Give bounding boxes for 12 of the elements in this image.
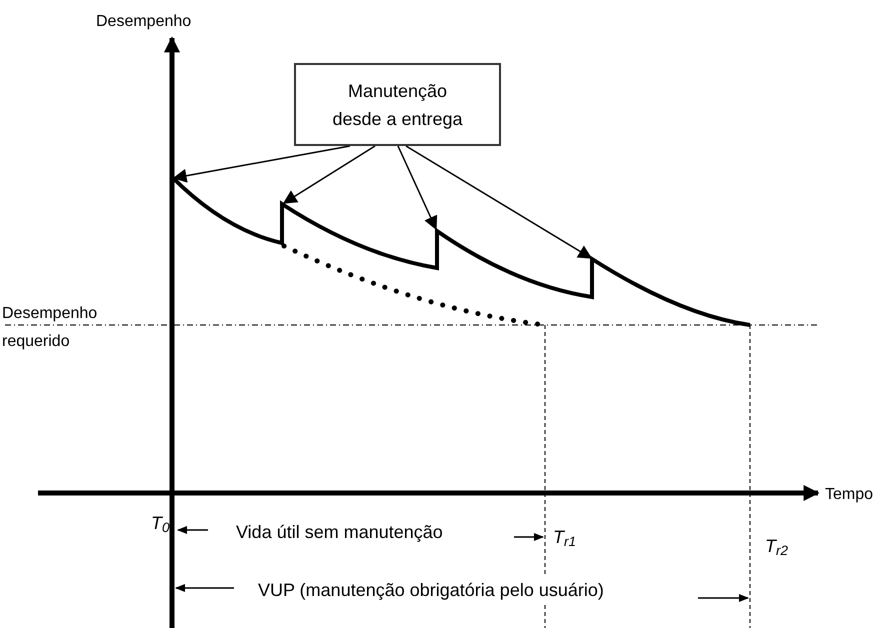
span-label: VUP (manutenção obrigatória pelo usuário) (258, 577, 604, 604)
time-marker: T$_{r1}$ (553, 526, 576, 551)
axis-title: Desempenho (96, 12, 192, 32)
arrow (282, 145, 376, 204)
threshold-label: Desempenho requerido (2, 304, 98, 352)
arrow (397, 146, 438, 230)
time-marker: T$_{0}$ (151, 512, 170, 537)
arrow (406, 145, 592, 259)
time-marker: T$_{r2}$ (765, 535, 788, 560)
arrow (172, 145, 350, 183)
callout-box: Manutenção desde a entrega (294, 63, 501, 146)
axis-title: Tempo (825, 485, 874, 505)
